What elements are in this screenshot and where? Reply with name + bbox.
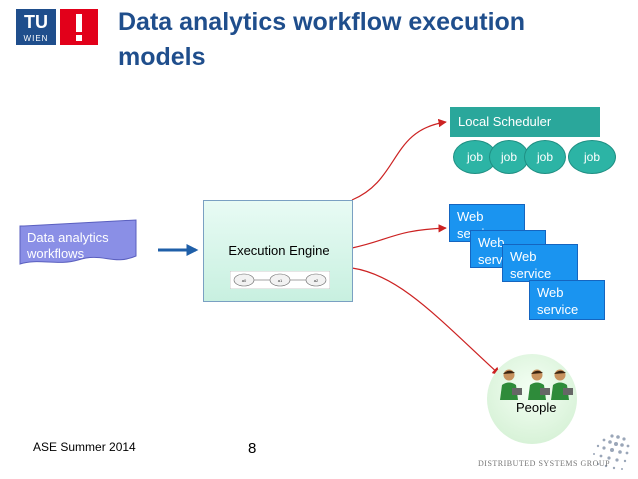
local-scheduler-box: Local Scheduler: [450, 107, 600, 137]
execution-engine-box: Execution Engine a0 a1 a2: [203, 200, 353, 302]
dsg-logo-dots: [593, 434, 630, 470]
person-icon: [551, 369, 573, 400]
job-ellipse: job: [524, 140, 566, 174]
job-ellipse: job: [568, 140, 616, 174]
arrow-to-people: [351, 267, 501, 376]
svg-text:WIEN: WIEN: [24, 34, 49, 43]
web-service-line-2: service: [510, 266, 552, 281]
web-service-box: Web service: [502, 244, 578, 282]
people-label: People: [516, 400, 557, 415]
page-number: 8: [248, 440, 257, 457]
tu-wien-logo: TU WIEN: [16, 9, 98, 45]
web-service-line-1: Web: [510, 249, 537, 264]
arrow-to-scheduler: [351, 118, 447, 201]
mini-node-a0: a0: [242, 278, 247, 283]
web-service-line-1: Web: [537, 285, 564, 300]
job-ellipse: job: [489, 140, 529, 174]
svg-text:TU: TU: [24, 12, 48, 32]
slide-title-line-2: models: [118, 43, 206, 71]
web-service-line-1: Web: [478, 235, 505, 250]
mini-workflow: a0 a1 a2: [230, 271, 330, 289]
mini-node-a1: a1: [278, 278, 283, 283]
input-label-line-2: workflows: [27, 246, 85, 261]
arrow-to-web-service: [351, 224, 447, 249]
execution-engine-label: Execution Engine: [228, 243, 330, 258]
web-service-line-1: Web: [457, 209, 484, 224]
footer-course: ASE Summer 2014: [33, 440, 136, 454]
distributed-systems-group-label: DISTRIBUTED SYSTEMS GROUP: [478, 459, 611, 468]
data-analytics-workflows-shape: [19, 219, 137, 265]
person-icon: [528, 369, 550, 400]
input-label-line-1: Data analytics: [27, 230, 109, 245]
web-service-box: Web service: [529, 280, 605, 320]
web-service-line-2: service: [537, 302, 579, 317]
slide-title-line-1: Data analytics workflow execution: [118, 8, 526, 36]
mini-node-a2: a2: [314, 278, 319, 283]
person-icon: [500, 369, 522, 400]
